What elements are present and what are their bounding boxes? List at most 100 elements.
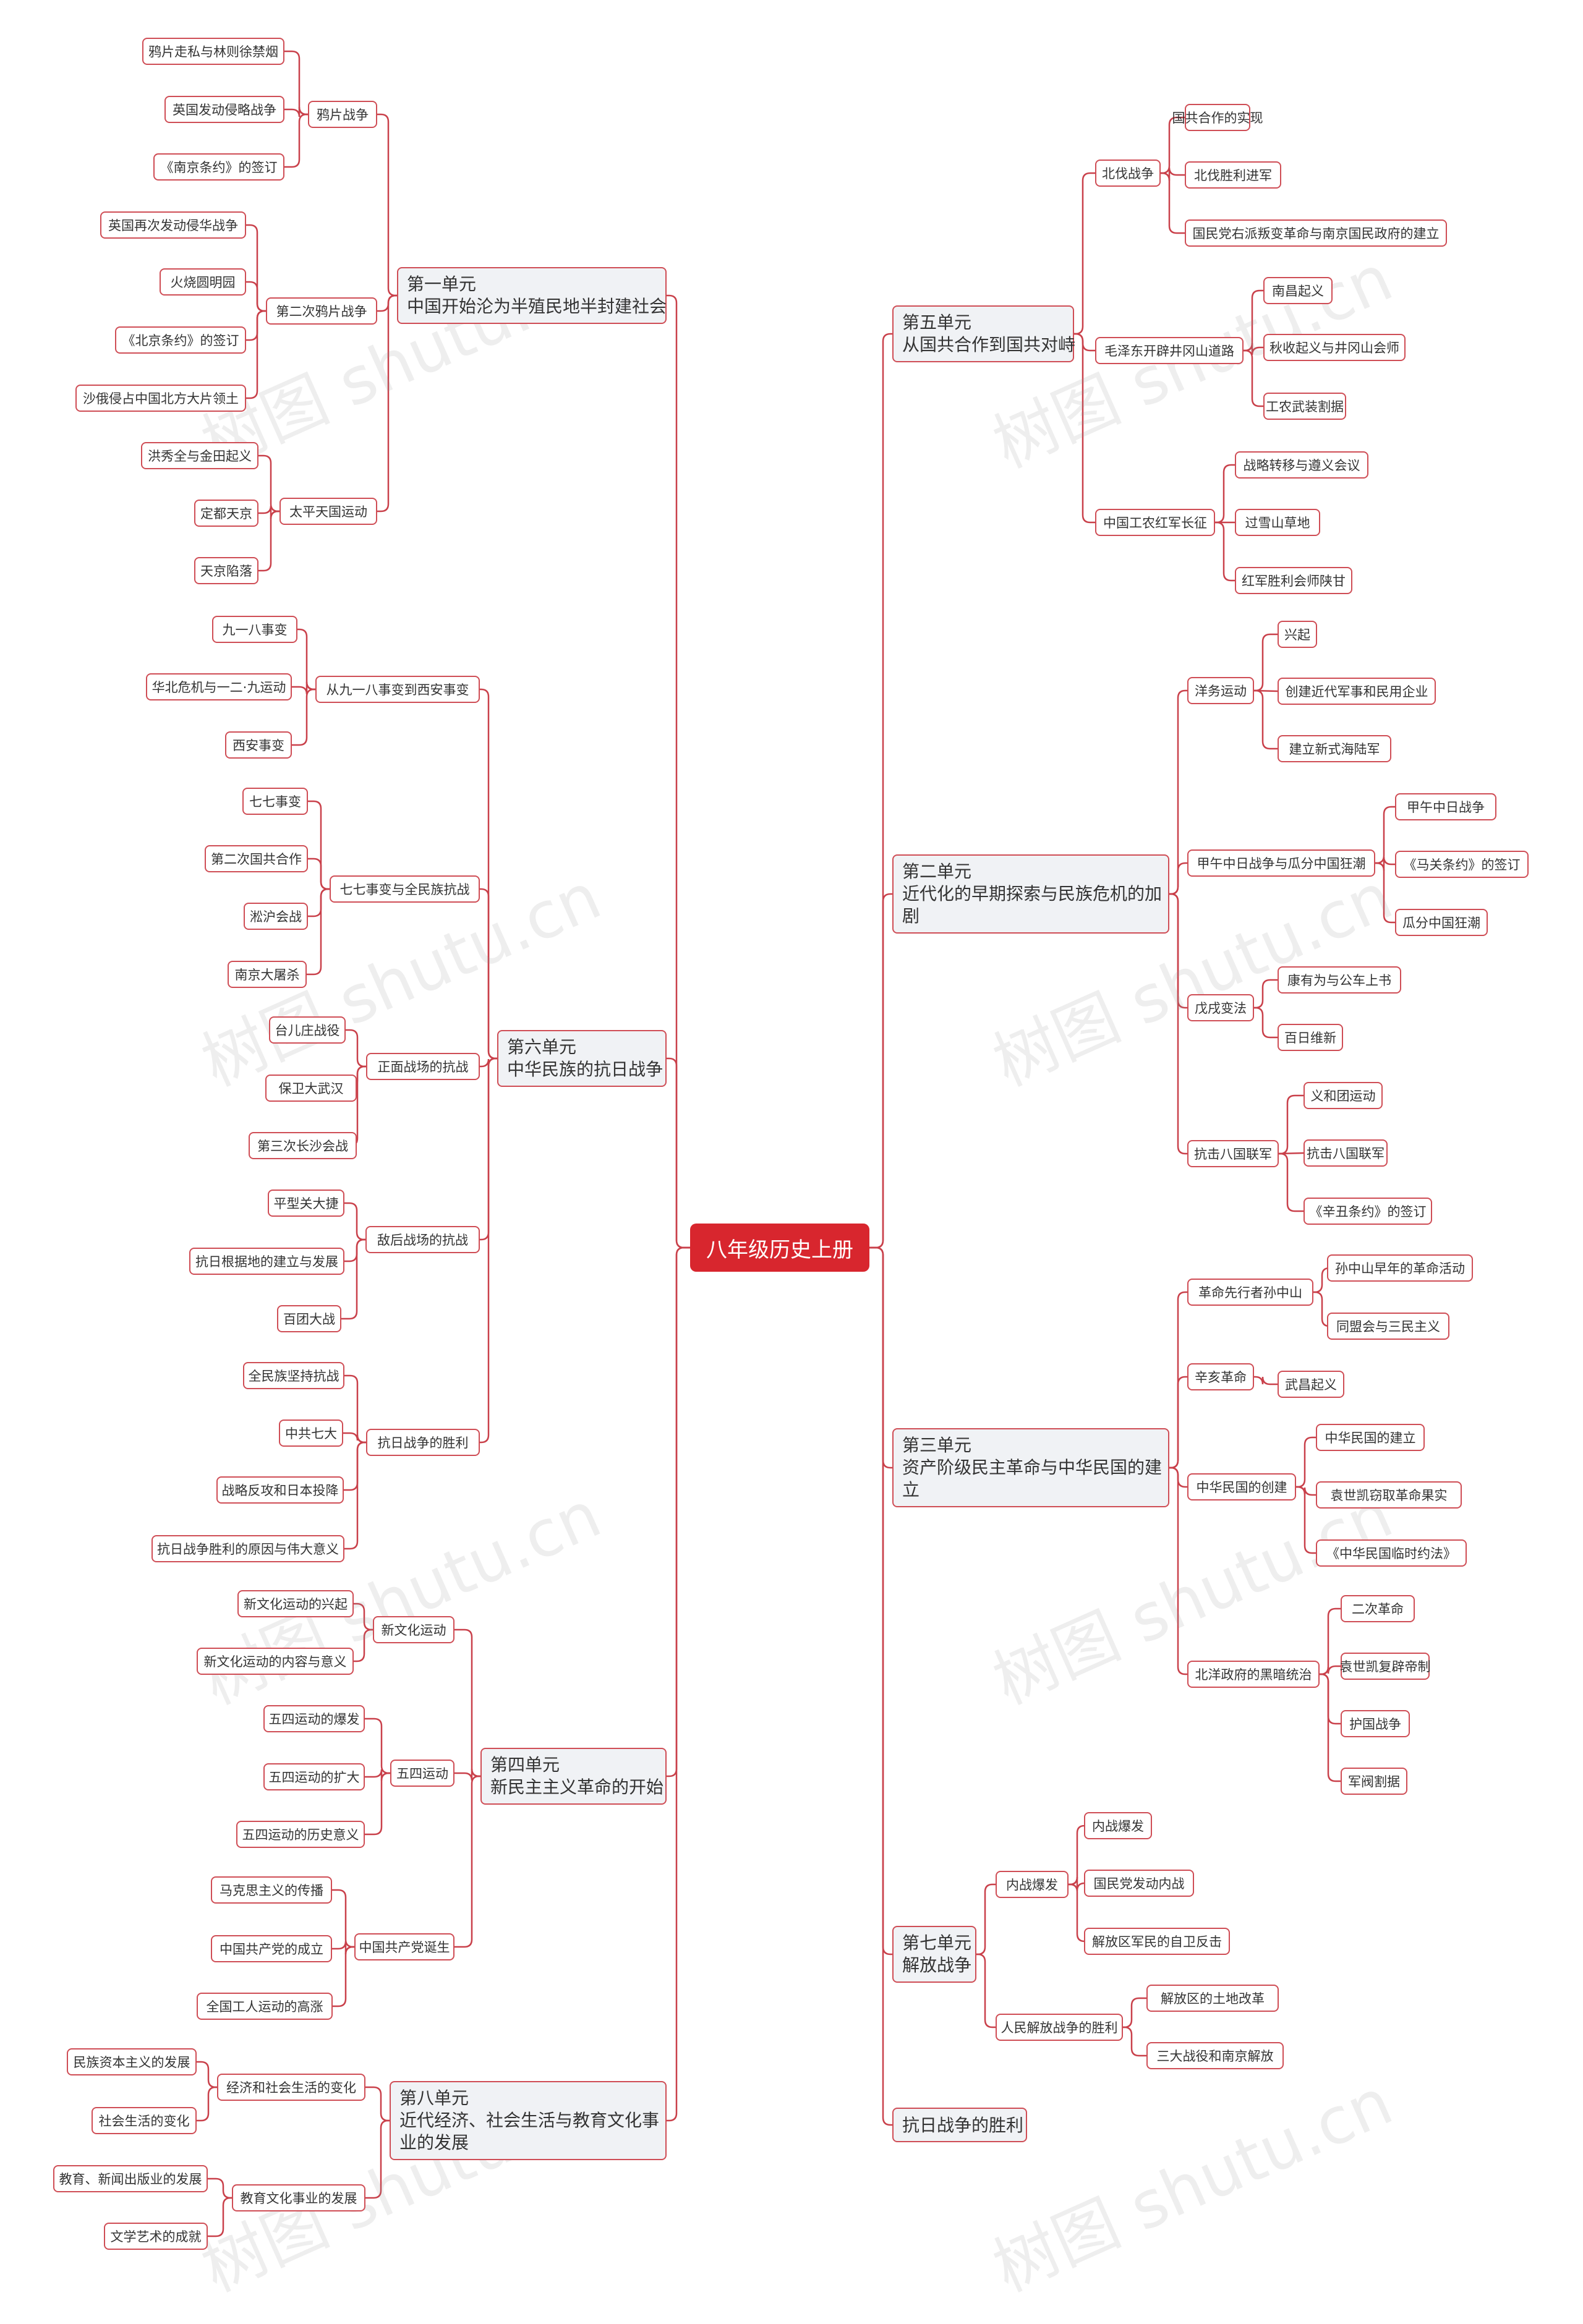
- leaf-topic[interactable]: 百团大战: [277, 1305, 341, 1332]
- branch-topic[interactable]: 正面战场的抗战: [366, 1053, 480, 1080]
- leaf-topic[interactable]: 英国发动侵略战争: [164, 96, 284, 123]
- branch-topic[interactable]: 第二次鸦片战争: [266, 297, 377, 325]
- unit-topic[interactable]: 第七单元解放战争: [892, 1926, 976, 1983]
- branch-topic[interactable]: 毛泽东开辟井冈山道路: [1095, 337, 1244, 364]
- leaf-topic[interactable]: 袁世凯复辟帝制: [1340, 1653, 1431, 1680]
- leaf-topic[interactable]: 第二次国共合作: [205, 845, 308, 872]
- unit-topic[interactable]: 抗日战争的胜利: [892, 2108, 1027, 2142]
- leaf-topic[interactable]: 定都天京: [194, 500, 258, 527]
- leaf-topic[interactable]: 平型关大捷: [268, 1190, 344, 1217]
- leaf-topic[interactable]: 解放区的土地改革: [1146, 1985, 1279, 2012]
- branch-topic[interactable]: 革命先行者孙中山: [1187, 1279, 1313, 1306]
- leaf-topic[interactable]: 民族资本主义的发展: [67, 2048, 197, 2075]
- branch-topic[interactable]: 洋务运动: [1187, 677, 1254, 704]
- leaf-topic[interactable]: 南京大屠杀: [228, 961, 307, 988]
- unit-topic[interactable]: 第三单元资产阶级民主革命与中华民国的建立: [892, 1428, 1169, 1507]
- branch-topic[interactable]: 辛亥革命: [1187, 1363, 1254, 1390]
- leaf-topic[interactable]: 教育、新闻出版业的发展: [53, 2165, 208, 2192]
- branch-topic[interactable]: 中国工农红军长征: [1095, 509, 1215, 536]
- leaf-topic[interactable]: 同盟会与三民主义: [1327, 1313, 1449, 1340]
- leaf-topic[interactable]: 淞沪会战: [244, 903, 308, 930]
- leaf-topic[interactable]: 工农武装割据: [1263, 393, 1346, 420]
- leaf-topic[interactable]: 中华民国的建立: [1316, 1424, 1425, 1451]
- leaf-topic[interactable]: 社会生活的变化: [92, 2107, 197, 2134]
- branch-topic[interactable]: 经济和社会生活的变化: [217, 2074, 365, 2101]
- leaf-topic[interactable]: 沙俄侵占中国北方大片领土: [75, 385, 246, 412]
- branch-topic[interactable]: 人民解放战争的胜利: [996, 2014, 1123, 2041]
- leaf-topic[interactable]: 北伐胜利进军: [1185, 161, 1281, 189]
- leaf-topic[interactable]: 军阀割据: [1341, 1768, 1407, 1795]
- branch-topic[interactable]: 抗击八国联军: [1187, 1140, 1279, 1167]
- leaf-topic[interactable]: 袁世凯窃取革命果实: [1316, 1481, 1462, 1509]
- leaf-topic[interactable]: 中共七大: [279, 1420, 343, 1447]
- unit-topic[interactable]: 第二单元近代化的早期探索与民族危机的加剧: [892, 854, 1169, 934]
- root-topic[interactable]: 八年级历史上册: [690, 1224, 869, 1272]
- leaf-topic[interactable]: 五四运动的扩大: [263, 1763, 365, 1790]
- branch-topic[interactable]: 鸦片战争: [308, 101, 377, 128]
- leaf-topic[interactable]: 过雪山草地: [1235, 509, 1320, 536]
- branch-topic[interactable]: 五四运动: [390, 1760, 454, 1787]
- leaf-topic[interactable]: 洪秀全与金田起义: [141, 442, 258, 469]
- leaf-topic[interactable]: 九一八事变: [212, 616, 297, 643]
- leaf-topic[interactable]: 五四运动的历史意义: [236, 1821, 365, 1848]
- leaf-topic[interactable]: 抗击八国联军: [1304, 1139, 1388, 1167]
- unit-topic[interactable]: 第一单元中国开始沦为半殖民地半封建社会: [397, 267, 667, 324]
- branch-topic[interactable]: 从九一八事变到西安事变: [315, 676, 480, 703]
- leaf-topic[interactable]: 保卫大武汉: [265, 1075, 357, 1102]
- leaf-topic[interactable]: 国民党右派叛变革命与南京国民政府的建立: [1185, 219, 1447, 247]
- leaf-topic[interactable]: 甲午中日战争: [1395, 793, 1496, 820]
- leaf-topic[interactable]: 建立新式海陆军: [1278, 735, 1391, 762]
- leaf-topic[interactable]: 七七事变: [242, 788, 308, 815]
- leaf-topic[interactable]: 康有为与公车上书: [1278, 966, 1401, 994]
- leaf-topic[interactable]: 文学艺术的成就: [104, 2223, 208, 2250]
- leaf-topic[interactable]: 护国战争: [1341, 1710, 1410, 1737]
- leaf-topic[interactable]: 全民族坚持抗战: [243, 1362, 344, 1389]
- branch-topic[interactable]: 戊戌变法: [1187, 994, 1254, 1021]
- leaf-topic[interactable]: 武昌起义: [1278, 1371, 1344, 1398]
- branch-topic[interactable]: 抗日战争的胜利: [366, 1429, 480, 1456]
- unit-topic[interactable]: 第六单元中华民族的抗日战争: [497, 1030, 667, 1087]
- leaf-topic[interactable]: 孙中山早年的革命活动: [1327, 1254, 1473, 1282]
- leaf-topic[interactable]: 马克思主义的传播: [211, 1876, 332, 1904]
- leaf-topic[interactable]: 国共合作的实现: [1172, 104, 1263, 131]
- leaf-topic[interactable]: 三大战役和南京解放: [1146, 2042, 1284, 2069]
- leaf-topic[interactable]: 《中华民国临时约法》: [1316, 1539, 1467, 1567]
- leaf-topic[interactable]: 抗日战争胜利的原因与伟大意义: [151, 1535, 344, 1562]
- branch-topic[interactable]: 中华民国的创建: [1187, 1473, 1296, 1500]
- leaf-topic[interactable]: 《辛丑条约》的签订: [1304, 1198, 1432, 1225]
- leaf-topic[interactable]: 火烧圆明园: [160, 268, 246, 296]
- leaf-topic[interactable]: 台儿庄战役: [269, 1016, 346, 1044]
- leaf-topic[interactable]: 南昌起义: [1263, 277, 1333, 304]
- leaf-topic[interactable]: 抗日根据地的建立与发展: [189, 1248, 344, 1275]
- leaf-topic[interactable]: 第三次长沙会战: [249, 1132, 357, 1159]
- leaf-topic[interactable]: 新文化运动的兴起: [237, 1590, 354, 1617]
- leaf-topic[interactable]: 百日维新: [1278, 1024, 1343, 1051]
- leaf-topic[interactable]: 战略转移与遵义会议: [1235, 451, 1368, 479]
- leaf-topic[interactable]: 五四运动的爆发: [263, 1705, 365, 1732]
- unit-topic[interactable]: 第八单元近代经济、社会生活与教育文化事业的发展: [390, 2081, 667, 2160]
- leaf-topic[interactable]: 华北危机与一二·九运动: [146, 673, 292, 700]
- leaf-topic[interactable]: 二次革命: [1341, 1595, 1415, 1622]
- branch-topic[interactable]: 敌后战场的抗战: [365, 1226, 480, 1253]
- leaf-topic[interactable]: 鸦片走私与林则徐禁烟: [142, 38, 284, 65]
- branch-topic[interactable]: 太平天国运动: [279, 498, 377, 525]
- leaf-topic[interactable]: 内战爆发: [1084, 1812, 1152, 1839]
- leaf-topic[interactable]: 新文化运动的内容与意义: [197, 1648, 354, 1675]
- unit-topic[interactable]: 第五单元从国共合作到国共对峙: [892, 305, 1075, 362]
- leaf-topic[interactable]: 国民党发动内战: [1084, 1870, 1194, 1897]
- branch-topic[interactable]: 北洋政府的黑暗统治: [1187, 1661, 1320, 1688]
- leaf-topic[interactable]: 西安事变: [225, 731, 292, 759]
- leaf-topic[interactable]: 解放区军民的自卫反击: [1084, 1928, 1230, 1955]
- leaf-topic[interactable]: 瓜分中国狂潮: [1395, 909, 1488, 936]
- leaf-topic[interactable]: 《北京条约》的签订: [115, 326, 246, 354]
- leaf-topic[interactable]: 《南京条约》的签订: [153, 153, 284, 181]
- branch-topic[interactable]: 中国共产党诞生: [354, 1933, 454, 1960]
- leaf-topic[interactable]: 战略反攻和日本投降: [216, 1476, 344, 1504]
- leaf-topic[interactable]: 秋收起义与井冈山会师: [1263, 334, 1406, 361]
- leaf-topic[interactable]: 创建近代军事和民用企业: [1278, 678, 1436, 705]
- branch-topic[interactable]: 七七事变与全民族抗战: [330, 875, 480, 903]
- leaf-topic[interactable]: 义和团运动: [1304, 1082, 1383, 1109]
- branch-topic[interactable]: 北伐战争: [1095, 160, 1161, 187]
- branch-topic[interactable]: 新文化运动: [373, 1616, 454, 1643]
- leaf-topic[interactable]: 兴起: [1278, 621, 1317, 648]
